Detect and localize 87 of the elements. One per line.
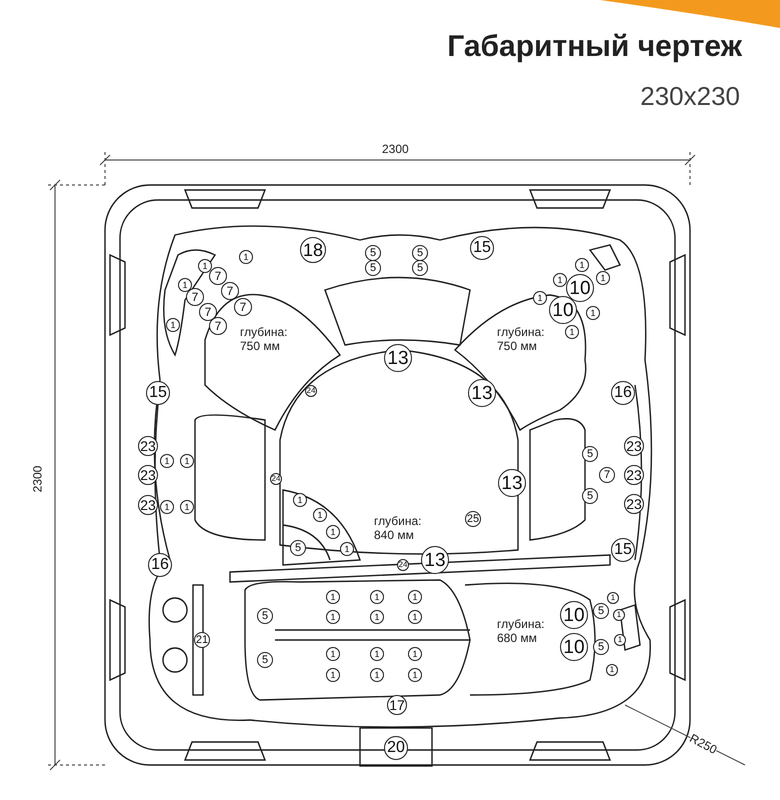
callout-number: 1 <box>370 610 384 624</box>
callout-number: 5 <box>593 639 609 655</box>
callout-number: 1 <box>326 525 340 539</box>
callout-number: 1 <box>565 325 579 339</box>
callout-number: 5 <box>365 245 381 261</box>
callout-number: 1 <box>239 250 253 264</box>
callout-number: 23 <box>138 436 158 456</box>
callout-number: 13 <box>421 546 449 574</box>
callout-number: 1 <box>370 668 384 682</box>
callout-number: 1 <box>326 590 340 604</box>
callout-number: 1 <box>160 454 174 468</box>
callout-number: 13 <box>468 379 496 407</box>
callout-number: 5 <box>257 652 273 668</box>
depth-note: глубина: 840 мм <box>374 514 422 542</box>
callout-number: 13 <box>384 344 412 372</box>
callout-number: 25 <box>465 511 481 527</box>
dimension-label: 2300 <box>382 142 409 156</box>
callout-number: 1 <box>180 454 194 468</box>
callout-number: 1 <box>606 664 618 676</box>
depth-note: глубина: 750 мм <box>240 325 288 353</box>
callout-number: 10 <box>566 274 594 302</box>
callout-number: 24 <box>270 473 282 485</box>
callout-number: 18 <box>300 237 326 263</box>
callout-number: 1 <box>293 493 307 507</box>
depth-note: глубина: 750 мм <box>497 325 546 353</box>
callout-number: 7 <box>199 303 217 321</box>
callout-number: 23 <box>624 436 644 456</box>
callout-number: 1 <box>326 647 340 661</box>
callout-number: 1 <box>166 318 180 332</box>
callout-number: 10 <box>560 601 588 629</box>
callout-number: 1 <box>370 647 384 661</box>
callout-number: 1 <box>596 271 610 285</box>
callout-number: 7 <box>221 282 239 300</box>
callout-number: 5 <box>412 260 428 276</box>
subtitle: 230x230 <box>640 81 740 112</box>
callout-number: 1 <box>575 258 589 272</box>
callout-number: 23 <box>624 465 644 485</box>
callout-number: 24 <box>397 559 409 571</box>
callout-number: 1 <box>313 508 327 522</box>
callout-number: 1 <box>613 609 625 621</box>
callout-number: 1 <box>607 592 619 604</box>
callout-number: 13 <box>498 469 526 497</box>
callout-number: 5 <box>365 260 381 276</box>
callout-number: 1 <box>614 634 626 646</box>
callout-number: 10 <box>560 633 588 661</box>
callout-number: 5 <box>582 446 598 462</box>
callout-number: 23 <box>138 465 158 485</box>
callout-number: 5 <box>290 540 306 556</box>
callout-number: 20 <box>384 736 408 760</box>
callout-number: 21 <box>194 632 210 648</box>
callout-number: 1 <box>586 306 600 320</box>
callout-number: 1 <box>408 610 422 624</box>
callout-number: 23 <box>138 495 158 515</box>
callout-number: 15 <box>470 236 494 260</box>
callout-number: 1 <box>326 610 340 624</box>
callout-number: 7 <box>209 317 227 335</box>
callout-number: 1 <box>408 590 422 604</box>
callout-number: 10 <box>549 296 577 324</box>
callout-number: 1 <box>370 590 384 604</box>
callout-number: 15 <box>146 381 170 405</box>
callout-number: 1 <box>533 291 547 305</box>
callout-number: 1 <box>198 259 212 273</box>
callout-number: 5 <box>582 488 598 504</box>
callout-number: 7 <box>209 267 227 285</box>
callout-number: 1 <box>178 278 192 292</box>
callout-number: 7 <box>186 288 204 306</box>
callout-number: 5 <box>257 608 273 624</box>
callout-number: 1 <box>180 500 194 514</box>
callout-number: 7 <box>234 298 252 316</box>
callout-number: 16 <box>611 381 635 405</box>
callout-number: 1 <box>160 500 174 514</box>
dimension-label: 2300 <box>30 466 44 492</box>
callout-number: 1 <box>326 668 340 682</box>
callout-number: 1 <box>408 647 422 661</box>
callout-number: 16 <box>148 553 172 577</box>
depth-note: глубина: 680 мм <box>497 617 546 645</box>
callout-number: 1 <box>340 542 354 556</box>
callout-number: 24 <box>305 385 317 397</box>
callout-number: 5 <box>412 245 428 261</box>
callout-number: 1 <box>553 273 567 287</box>
callout-number: 23 <box>624 494 644 514</box>
callout-number: 7 <box>599 467 615 483</box>
callout-number: 1 <box>408 668 422 682</box>
callout-number: 15 <box>611 538 635 562</box>
callout-number: 5 <box>593 603 609 619</box>
callout-number: 17 <box>387 695 407 715</box>
title: Габаритный чертеж <box>447 30 742 64</box>
